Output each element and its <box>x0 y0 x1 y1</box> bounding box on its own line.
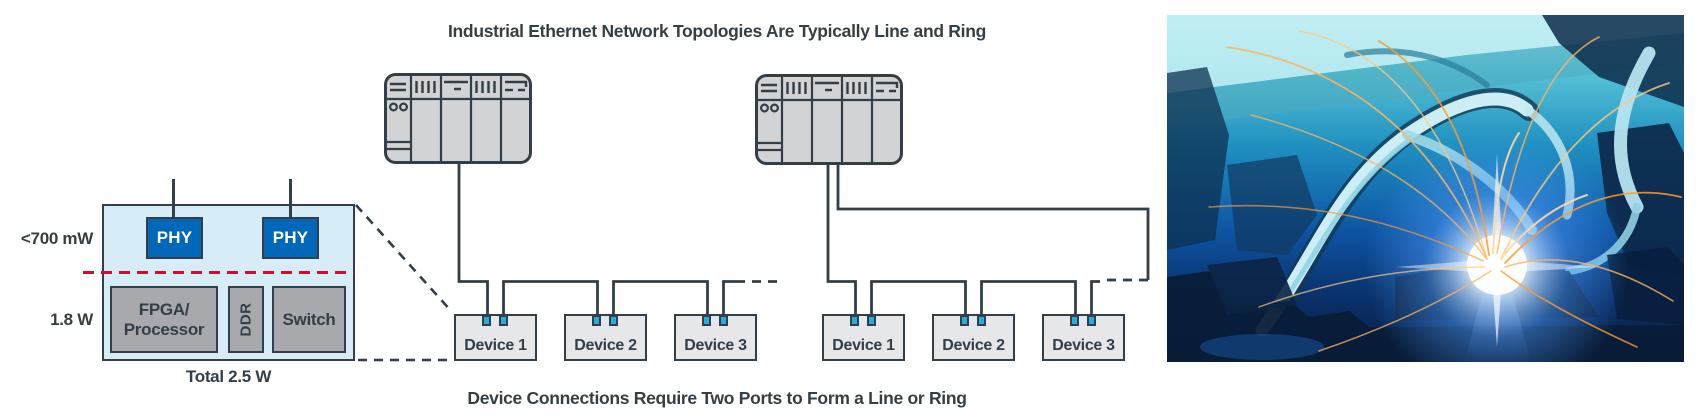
fpga-label-line1: FPGA/ <box>138 300 190 320</box>
device-label: Device 2 <box>574 337 637 354</box>
factory-photo <box>1167 15 1684 362</box>
switch-label: Switch <box>282 309 336 329</box>
power-divider-line <box>83 271 354 274</box>
phy-port-line <box>289 179 292 219</box>
device-box: Device 1 <box>454 314 537 361</box>
switch-block: Switch <box>272 286 346 353</box>
ethernet-port-icon <box>960 316 969 326</box>
device-box: Device 3 <box>674 314 757 361</box>
device-label: Device 2 <box>942 337 1005 354</box>
phy-block: PHY <box>146 217 203 259</box>
ring-topology-wires <box>826 163 1150 318</box>
device-box: Device 2 <box>932 314 1015 361</box>
core-power-label: 1.8 W <box>50 310 93 329</box>
diagram-caption: Device Connections Require Two Ports to … <box>467 388 967 408</box>
ethernet-port-icon <box>592 316 601 326</box>
ethernet-port-icon <box>867 316 876 326</box>
device-box: Device 1 <box>822 314 905 361</box>
ethernet-port-icon <box>499 316 508 326</box>
phy-block: PHY <box>262 217 319 259</box>
fpga-processor-block: FPGA/ Processor <box>110 286 218 353</box>
spark-trails <box>1208 30 1682 352</box>
ethernet-port-icon <box>1070 316 1079 326</box>
ethernet-port-icon <box>609 316 618 326</box>
device-label: Device 3 <box>684 337 747 354</box>
phy-port-line <box>172 179 175 219</box>
phy-power-label: <700 mW <box>20 229 93 248</box>
device-box: Device 3 <box>1042 314 1125 361</box>
fpga-label-line2: Processor <box>123 319 205 339</box>
device-label: Device 1 <box>464 337 527 354</box>
ethernet-port-icon <box>977 316 986 326</box>
ddr-label: DDR <box>237 302 255 337</box>
device-label: Device 1 <box>832 337 895 354</box>
ddr-block: DDR <box>228 286 264 353</box>
ethernet-port-icon <box>850 316 859 326</box>
ethernet-port-icon <box>719 316 728 326</box>
device-box: Device 2 <box>564 314 647 361</box>
plc-controller-icon-ring <box>755 74 903 165</box>
plc-controller-icon-line <box>384 73 532 164</box>
ethernet-port-icon <box>702 316 711 326</box>
total-power-label: Total 2.5 W <box>185 367 272 386</box>
line-topology-wires <box>457 163 782 318</box>
ethernet-port-icon <box>1087 316 1096 326</box>
zoom-projection-dashes <box>355 204 453 362</box>
diagram-title: Industrial Ethernet Network Topologies A… <box>447 21 986 41</box>
ethernet-port-icon <box>482 316 491 326</box>
device-label: Device 3 <box>1052 337 1115 354</box>
